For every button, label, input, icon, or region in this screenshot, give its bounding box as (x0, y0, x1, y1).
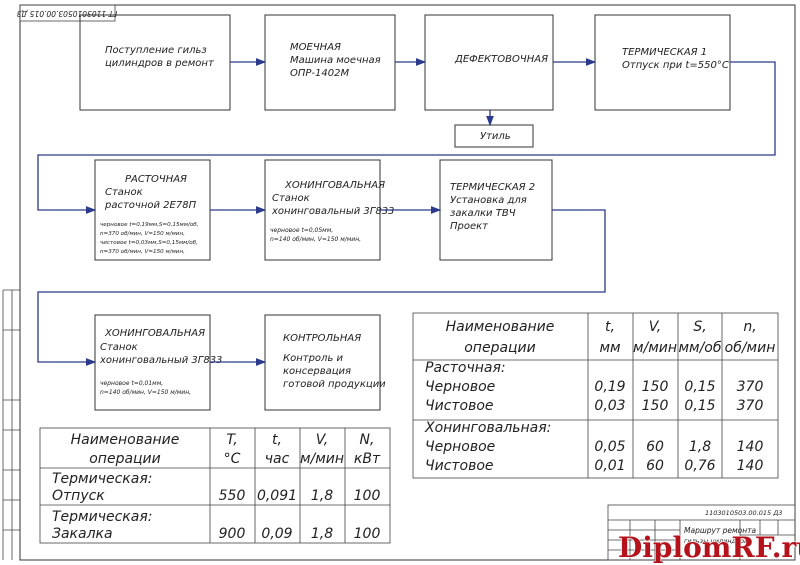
box-honing1-text: ХОНИНГОВАЛЬНАЯ Станок хонинговальный 3Г8… (271, 180, 394, 217)
table-right-cell: 60 (646, 458, 664, 474)
table-left-cell: 100 (354, 488, 381, 504)
table-left-header: операции (89, 451, 161, 467)
table-right-header: об/мин (725, 340, 776, 356)
doc-code-rotated: ГТ 1103010503.00.015 Д3 (17, 9, 118, 18)
flow-arrows (37, 58, 776, 366)
table-right-header: мм/об (678, 340, 721, 356)
watermark-logo: DiplomRF.ru (618, 531, 800, 564)
box-receipt-text: Поступление гильз цилиндров в ремонт (105, 45, 215, 69)
table-thermal: Наименование операции T, °С t, час V, м/мин N, кВ… (39, 427, 391, 544)
table-left-header: N, (360, 432, 375, 448)
table-left-header: час (265, 451, 290, 467)
table-right-row-label: Чистовое (425, 398, 494, 414)
table-right-group-label: Хонинговальная: (424, 420, 551, 436)
box-boring-text: РАСТОЧНАЯ Станок расточной 2Е78П (104, 174, 197, 211)
table-left-header: °С (224, 451, 241, 467)
table-left-cell: 1,8 (311, 526, 333, 542)
table-left-header: м/мин (300, 451, 344, 467)
title-block-title: Маршрут ремонта (684, 526, 757, 535)
table-right-cell: 150 (642, 379, 669, 395)
table-right-header: V, (649, 319, 661, 335)
table-right-header: t, (605, 319, 615, 335)
box-honing2-text: ХОНИНГОВАЛЬНАЯ Станок хонинговальный 3Г8… (99, 328, 222, 366)
table-right-cell: 0,15 (684, 379, 715, 395)
title-block-subtitle: гильзы цилиндров (684, 537, 748, 545)
table-right-group-label: Расточная: (425, 360, 506, 376)
title-block-code: 1103010503.00.015 Д3 (705, 509, 782, 517)
table-right-header: Наименование (446, 319, 555, 335)
box-thermal1-text: ТЕРМИЧЕСКАЯ 1 Отпуск при t=550°С (622, 47, 729, 71)
box-defect-text: ДЕФЕКТОВОЧНАЯ (454, 54, 548, 65)
table-right-row-label: Черновое (425, 439, 495, 455)
table-right-cell: 0,19 (594, 379, 625, 395)
table-left-row-label: Отпуск (52, 488, 105, 504)
table-left-header: V, (316, 432, 328, 448)
table-right-row-label: Чистовое (425, 458, 494, 474)
table-left-row-label: Термическая: (52, 471, 152, 487)
box-boring-params: черновое t=0,19мм,S=0,15мм/об, n=370 об/… (100, 222, 200, 255)
table-right-cell: 0,76 (684, 458, 715, 474)
table-right-cell: 140 (737, 458, 764, 474)
arrow-row2-row3 (37, 209, 606, 366)
table-right-cell: 0,03 (594, 398, 625, 414)
table-right-header: мм (599, 340, 621, 356)
table-right-cell: 0,05 (594, 439, 625, 455)
table-left-row-label: Закалка (52, 526, 113, 542)
title-block: 1103010503.00.015 Д3 Маршрут ремонта гил… (607, 504, 796, 561)
sheet-frame (19, 4, 796, 561)
table-right-cell: 60 (646, 439, 664, 455)
table-left-cell: 0,091 (257, 488, 297, 504)
box-thermal2-text: ТЕРМИЧЕСКАЯ 2 Установка для закалки ТВЧ … (450, 182, 538, 232)
table-left-header: T, (226, 432, 237, 448)
table-left-cell: 550 (219, 488, 246, 504)
table-right-cell: 0,01 (594, 458, 625, 474)
box-honing2-params: черновое t=0,01мм, n=140 об/мин, V=150 м… (100, 380, 191, 396)
table-left-cell: 0,09 (261, 526, 292, 542)
box-washing-text: МОЕЧНАЯ Машина моечная ОПР-1402М (290, 42, 384, 79)
table-right-cell: 370 (737, 379, 764, 395)
table-right-row-label: Черновое (425, 379, 495, 395)
table-right-header: операции (464, 340, 536, 356)
table-cutting-modes: Наименование операции t, мм V, м/мин S, мм/об n,… (412, 312, 779, 479)
table-left-cell: 100 (354, 526, 381, 542)
table-right-cell: 1,8 (689, 439, 711, 455)
doc-code-cell (19, 4, 116, 22)
table-left-header: кВт (354, 451, 381, 467)
table-right-cell: 370 (737, 398, 764, 414)
table-left-header: t, (272, 432, 282, 448)
box-control-text: КОНТРОЛЬНАЯ Контроль и консервация готов… (283, 333, 386, 390)
arrow-row1-row2 (37, 61, 776, 214)
table-right-cell: 140 (737, 439, 764, 455)
table-left-cell: 1,8 (311, 488, 333, 504)
table-right-cell: 150 (642, 398, 669, 414)
table-right-header: S, (693, 319, 706, 335)
box-honing1-params: черновое t=0,05мм, n=140 об/мин, V=150 м… (270, 227, 361, 243)
table-right-header: n, (743, 319, 756, 335)
table-right-header: м/мин (633, 340, 677, 356)
box-scrap (454, 124, 534, 148)
table-left-header: Наименование (71, 432, 180, 448)
box-scrap-text: Утиль (480, 131, 511, 142)
table-right-cell: 0,15 (684, 398, 715, 414)
table-left-row-label: Термическая: (52, 509, 152, 525)
table-left-cell: 900 (219, 526, 246, 542)
